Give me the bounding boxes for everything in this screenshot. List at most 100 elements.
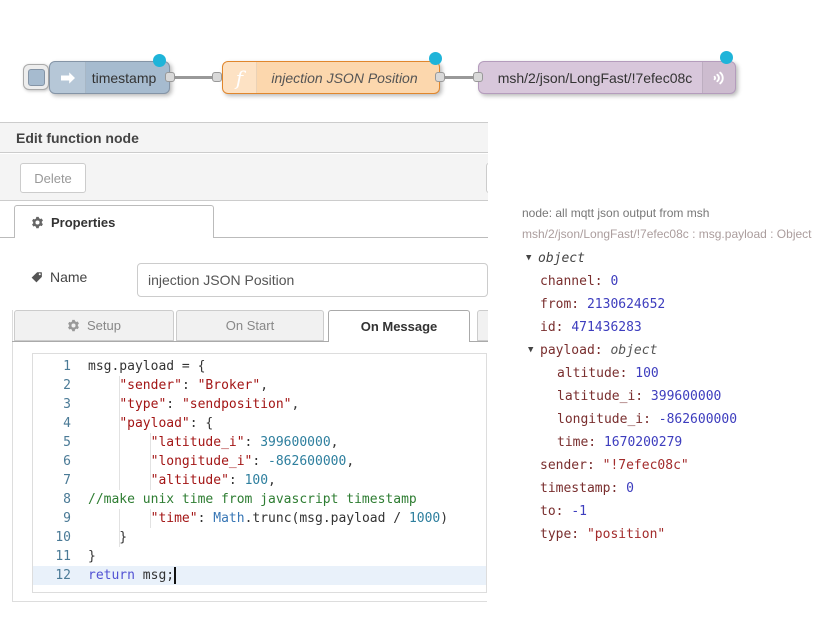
tab-on-message[interactable]: On Message	[328, 310, 470, 342]
function-tabs-divider	[12, 341, 488, 342]
code-line[interactable]: 2 "sender": "Broker",	[33, 376, 486, 395]
node-label: timestamp	[91, 69, 157, 86]
debug-tree-row: to: -1	[522, 500, 822, 523]
tab-setup-label: Setup	[87, 318, 121, 333]
code-line[interactable]: 10 }	[33, 528, 486, 547]
debug-tree-row: sender: "!7efec08c"	[522, 454, 822, 477]
expand-arrow-icon[interactable]: ▼	[526, 253, 532, 263]
debug-key: type:	[540, 527, 587, 542]
tab-on-message-label: On Message	[360, 319, 438, 334]
debug-value: -1	[571, 504, 587, 519]
name-input[interactable]	[137, 263, 488, 297]
debug-tree-row: from: 2130624652	[522, 293, 822, 316]
line-number: 2	[63, 378, 71, 393]
name-label-text: Name	[50, 269, 88, 285]
code-line[interactable]: 9 "time": Math.trunc(msg.payload / 1000)	[33, 509, 486, 528]
line-number: 11	[55, 549, 71, 564]
inject-trigger-button[interactable]	[23, 64, 49, 90]
output-port[interactable]	[165, 72, 175, 82]
debug-topic-meta: msh/2/json/LongFast/!7efec08c : msg.payl…	[522, 227, 812, 241]
partial-button[interactable]	[486, 163, 488, 193]
code-text: msg.payload = {	[88, 359, 206, 374]
tray-toolbar: Delete	[0, 154, 488, 201]
debug-tree-row: ▼ object	[522, 247, 822, 270]
delete-button[interactable]: Delete	[20, 163, 86, 193]
debug-node-meta: node: all mqtt json output from msh	[522, 206, 710, 220]
code-text: "payload": {	[119, 416, 214, 431]
code-line[interactable]: 6 "longitude_i": -862600000,	[33, 452, 486, 471]
line-number: 8	[63, 492, 71, 507]
debug-value: 471436283	[571, 320, 642, 335]
expand-arrow-icon[interactable]: ▼	[528, 345, 534, 355]
line-number: 5	[63, 435, 71, 450]
code-line[interactable]: 8 //make unix time from javascript timest…	[33, 490, 486, 509]
code-line[interactable]: 3 "type": "sendposition",	[33, 395, 486, 414]
debug-key: altitude:	[557, 366, 636, 381]
gear-icon	[31, 216, 44, 229]
debug-tree-row: altitude: 100	[522, 362, 822, 385]
debug-tree-row: id: 471436283	[522, 316, 822, 339]
inject-node[interactable]: timestamp	[49, 61, 170, 94]
tab-setup[interactable]: Setup	[14, 310, 174, 341]
code-text: }	[88, 530, 128, 545]
broadcast-signal-icon	[702, 62, 735, 93]
wire	[170, 76, 222, 79]
debug-key: sender:	[540, 458, 603, 473]
mqtt-out-node[interactable]: msh/2/json/LongFast/!7efec08c	[478, 61, 736, 94]
input-port[interactable]	[212, 72, 222, 82]
code-text: //make unix time from javascript timesta…	[88, 492, 417, 507]
line-number: 1	[63, 359, 71, 374]
flow-canvas[interactable]: timestamp f injection JSON Position	[0, 0, 826, 122]
modified-dot	[429, 52, 442, 65]
code-line[interactable]: 7 "altitude": 100,	[33, 471, 486, 490]
debug-tree-row: type: "position"	[522, 523, 822, 546]
debug-tree-row: time: 1670200279	[522, 431, 822, 454]
tab-properties-label: Properties	[51, 214, 116, 230]
edit-function-node-tray: Edit function node Delete Properties Nam…	[0, 122, 488, 629]
input-port[interactable]	[473, 72, 483, 82]
tab-on-start[interactable]: On Start	[176, 310, 324, 341]
indent-guide	[119, 376, 120, 490]
code-text: "latitude_i": 399600000,	[150, 435, 339, 450]
debug-value: 0	[610, 274, 619, 289]
text-cursor	[174, 567, 176, 584]
modified-dot	[720, 51, 733, 64]
debug-tree-row: channel: 0	[522, 270, 822, 293]
indent-guide	[150, 433, 151, 490]
function-node[interactable]: f injection JSON Position	[222, 61, 440, 94]
line-number: 10	[55, 530, 71, 545]
code-line[interactable]: 11}	[33, 547, 486, 566]
debug-key: timestamp:	[540, 481, 627, 496]
name-label: Name	[30, 269, 87, 285]
debug-value: 0	[626, 481, 634, 496]
function-icon: f	[223, 62, 257, 93]
code-line[interactable]: 1 msg.payload = {	[33, 357, 486, 376]
debug-value: "!7efec08c"	[602, 458, 689, 473]
tab-partial[interactable]	[477, 310, 488, 341]
tab-row-divider	[0, 237, 488, 238]
line-number: 6	[63, 454, 71, 469]
output-port[interactable]	[435, 72, 445, 82]
debug-key: time:	[557, 435, 604, 450]
object-type-label: object	[538, 251, 585, 266]
indent-guide	[150, 509, 151, 528]
tab-properties[interactable]: Properties	[14, 205, 214, 238]
tag-icon	[30, 271, 43, 284]
code-line[interactable]: 5 "latitude_i": 399600000,	[33, 433, 486, 452]
form-left-border	[12, 310, 13, 601]
debug-key: from:	[540, 297, 587, 312]
code-text: "altitude": 100,	[150, 473, 276, 488]
tab-on-start-label: On Start	[225, 318, 275, 333]
code-text: "sender": "Broker",	[119, 378, 269, 393]
node-label: injection JSON Position	[271, 69, 418, 86]
debug-tree-row: longitude_i: -862600000	[522, 408, 822, 431]
node-label: msh/2/json/LongFast/!7efec08c	[497, 69, 693, 86]
code-line[interactable]: 4 "payload": {	[33, 414, 486, 433]
debug-value: 2130624652	[586, 297, 666, 312]
debug-tree-row: latitude_i: 399600000	[522, 385, 822, 408]
